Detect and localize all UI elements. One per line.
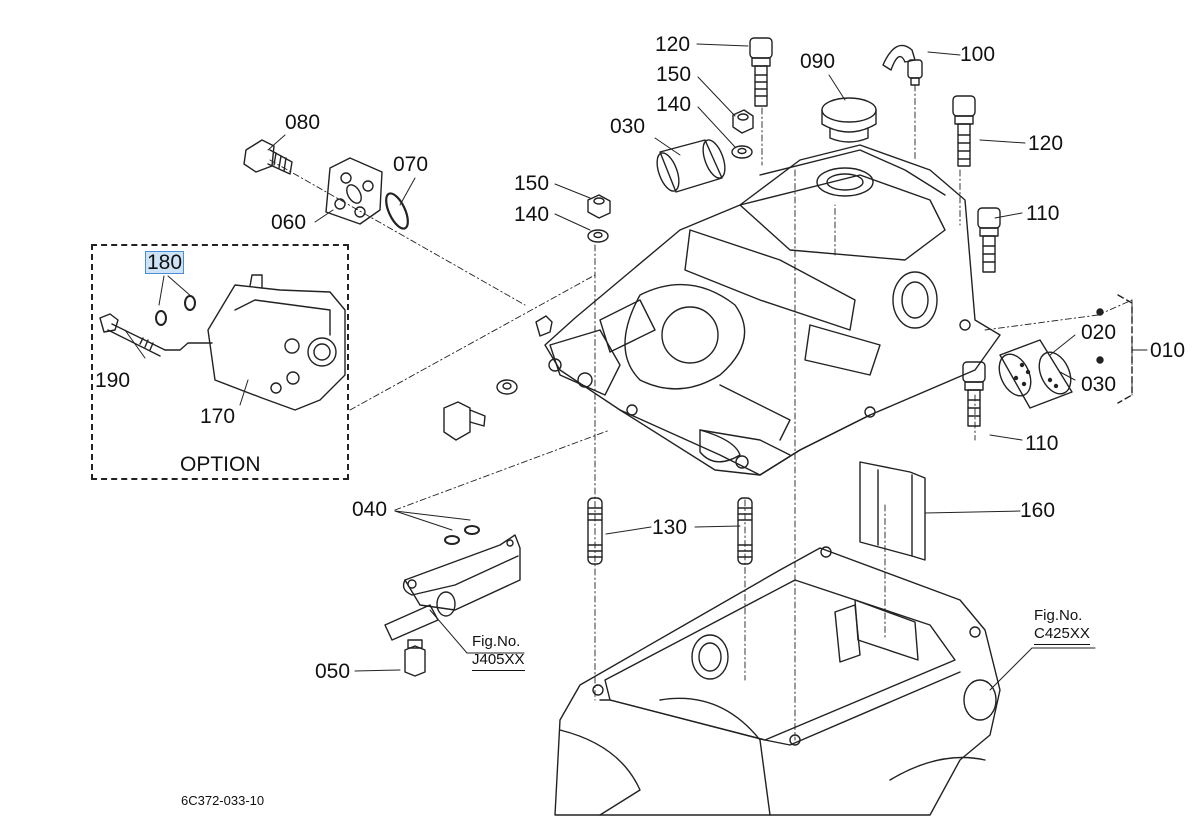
part-030-bushing-left[interactable] xyxy=(653,137,730,194)
label-110-top[interactable]: 110 xyxy=(1026,202,1060,225)
label-050[interactable]: 050 xyxy=(315,660,351,683)
label-120-right[interactable]: 120 xyxy=(1028,132,1064,155)
fig-ref-j405xx[interactable]: Fig.No. J405XX xyxy=(472,633,525,671)
label-120-top[interactable]: 120 xyxy=(655,33,691,56)
dot-marker-030 xyxy=(1097,357,1103,363)
part-130-stud-left[interactable] xyxy=(588,498,602,564)
part-170-valve-body[interactable] xyxy=(208,275,345,410)
label-090[interactable]: 090 xyxy=(800,50,836,73)
part-120-bolt-right[interactable] xyxy=(953,96,975,166)
part-120-bolt-top[interactable] xyxy=(750,38,772,106)
part-130-stud-right[interactable] xyxy=(738,498,752,564)
part-080-plug[interactable] xyxy=(244,140,292,174)
label-140-top[interactable]: 140 xyxy=(656,93,692,116)
part-190-bolt[interactable] xyxy=(100,314,212,356)
part-housing-cover xyxy=(545,145,1000,475)
label-140-mid[interactable]: 140 xyxy=(514,203,550,226)
part-090-cap[interactable] xyxy=(822,98,876,142)
label-080[interactable]: 080 xyxy=(285,111,321,134)
label-190[interactable]: 190 xyxy=(95,369,131,392)
dot-marker-020 xyxy=(1097,309,1103,315)
assembly-centerlines xyxy=(270,85,1132,740)
part-140-washer-top[interactable] xyxy=(732,146,752,158)
label-170[interactable]: 170 xyxy=(200,405,236,428)
option-box xyxy=(91,244,349,480)
label-130[interactable]: 130 xyxy=(652,516,688,539)
part-110-bolt-bottom[interactable] xyxy=(963,362,985,426)
fig-ref-number: C425XX xyxy=(1034,625,1090,645)
label-110-bottom[interactable]: 110 xyxy=(1025,432,1059,455)
label-150-top[interactable]: 150 xyxy=(656,63,692,86)
label-100[interactable]: 100 xyxy=(960,43,996,66)
label-030-right[interactable]: 030 xyxy=(1081,373,1117,396)
part-washer-front xyxy=(497,380,517,394)
leader-lines xyxy=(125,44,1147,690)
label-040[interactable]: 040 xyxy=(352,498,388,521)
part-100-breather[interactable] xyxy=(883,45,922,85)
part-lift-arm-assembly xyxy=(385,535,520,640)
part-050-nipple[interactable] xyxy=(405,640,425,676)
bracket-010 xyxy=(1118,295,1132,403)
part-040-oring-b[interactable] xyxy=(465,526,479,534)
label-160[interactable]: 160 xyxy=(1020,499,1056,522)
part-180-oring-b[interactable] xyxy=(185,296,195,310)
label-150-mid[interactable]: 150 xyxy=(514,172,550,195)
fig-ref-c425xx[interactable]: Fig.No. C425XX xyxy=(1034,607,1090,645)
label-180-selected[interactable]: 180 xyxy=(144,251,185,274)
part-060-flange[interactable] xyxy=(326,158,382,224)
part-small-plug-front xyxy=(444,402,485,440)
part-180-oring-a[interactable] xyxy=(156,311,166,325)
option-label: OPTION xyxy=(180,453,261,476)
part-040-oring-a[interactable] xyxy=(445,536,459,544)
part-070-oring[interactable] xyxy=(382,190,413,231)
part-110-bolt-top[interactable] xyxy=(978,208,1000,272)
label-010[interactable]: 010 xyxy=(1150,339,1186,362)
fig-ref-number: J405XX xyxy=(472,651,525,671)
label-030-left[interactable]: 030 xyxy=(610,115,646,138)
label-060[interactable]: 060 xyxy=(271,211,307,234)
part-small-fitting xyxy=(536,316,552,336)
part-140-washer-mid[interactable] xyxy=(588,230,608,242)
part-160-plate[interactable] xyxy=(860,462,925,560)
figure-code: 6C372-033-10 xyxy=(181,793,265,808)
part-020-bushing-right[interactable] xyxy=(993,340,1077,408)
part-transmission-case xyxy=(555,547,1000,815)
fig-ref-label: Fig.No. xyxy=(1034,607,1083,624)
label-020[interactable]: 020 xyxy=(1081,321,1117,344)
fig-ref-label: Fig.No. xyxy=(472,633,521,650)
part-150-nut-mid[interactable] xyxy=(588,195,610,218)
label-070[interactable]: 070 xyxy=(393,153,429,176)
part-150-nut-top[interactable] xyxy=(733,110,753,133)
